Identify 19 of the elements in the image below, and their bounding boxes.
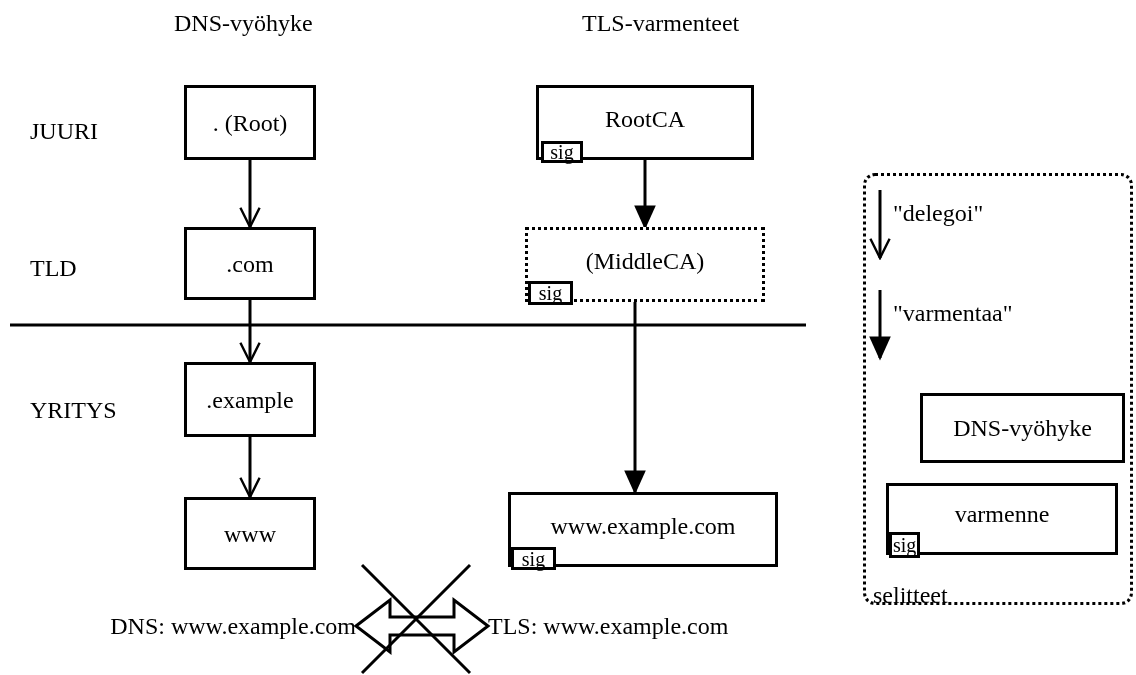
legend-text: "delegoi" <box>893 200 984 227</box>
text-label: TLD <box>30 255 77 282</box>
legend-text: "varmentaa" <box>893 300 1013 327</box>
text-label: selitteet <box>873 582 948 609</box>
node-box: .com <box>184 227 316 300</box>
node-box: www <box>184 497 316 570</box>
arrow <box>239 300 261 364</box>
text-label: YRITYS <box>30 397 117 424</box>
double-arrow <box>353 596 491 656</box>
text-label: DNS-vyöhyke <box>174 10 313 37</box>
text-label: JUURI <box>30 118 98 145</box>
domain-text: TLS: www.example.com <box>488 608 838 644</box>
legend-sample-box: DNS-vyöhyke <box>920 393 1125 463</box>
node-box: .example <box>184 362 316 437</box>
arrow <box>239 437 261 499</box>
node-box: . (Root) <box>184 85 316 160</box>
arrow <box>239 160 261 229</box>
text-label: TLS-varmenteet <box>582 10 740 37</box>
domain-text: DNS: www.example.com <box>0 608 356 644</box>
